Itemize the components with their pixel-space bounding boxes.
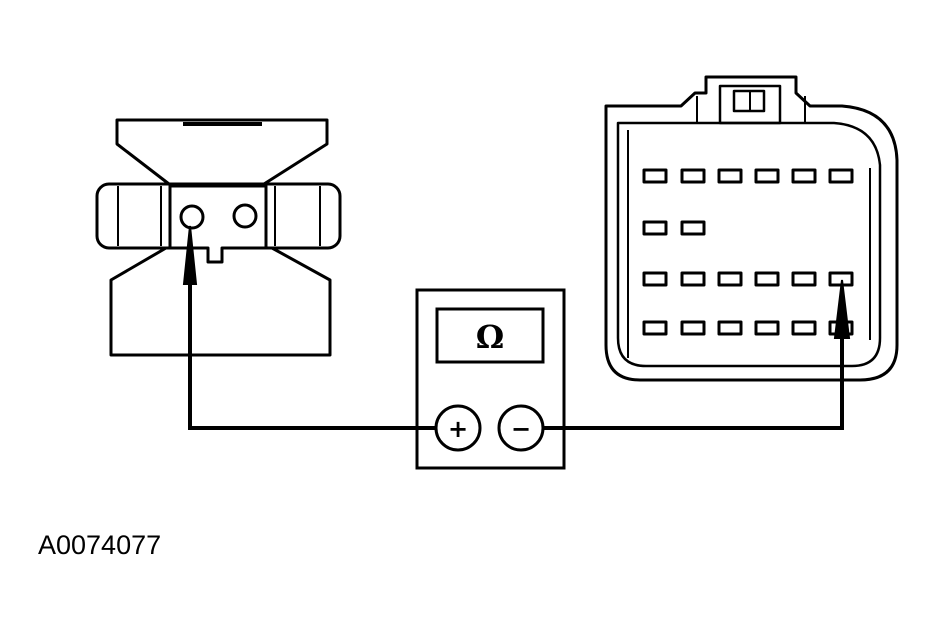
cavity-row-2: [642, 220, 706, 236]
connector-bottom-flange: [109, 246, 332, 357]
harness-lock-tab: [718, 84, 782, 125]
ohmmeter: Ω + −: [415, 288, 566, 470]
figure-id: A0074077: [38, 530, 162, 560]
negative-lead: [543, 330, 844, 430]
negative-probe-tip: [833, 279, 851, 339]
probe-tips: [182, 225, 851, 339]
connector-top-flange: [115, 118, 329, 186]
terminal-pin-1: [179, 204, 205, 230]
harness-housing-outer: [604, 75, 899, 382]
harness-connector: [604, 75, 899, 382]
negative-symbol: −: [511, 415, 531, 443]
meter-display: [435, 307, 545, 364]
cavity-row-4: [642, 320, 854, 336]
positive-probe-tip: [182, 225, 198, 285]
positive-lead: [188, 272, 436, 430]
meter-display-symbol: Ω: [476, 318, 504, 356]
cavity-row-1: [642, 168, 854, 184]
terminal-pin-2: [232, 203, 258, 229]
component-connector: [95, 118, 342, 357]
harness-housing-inner: [616, 121, 882, 368]
test-leads: [188, 272, 844, 430]
positive-symbol: +: [448, 415, 468, 443]
